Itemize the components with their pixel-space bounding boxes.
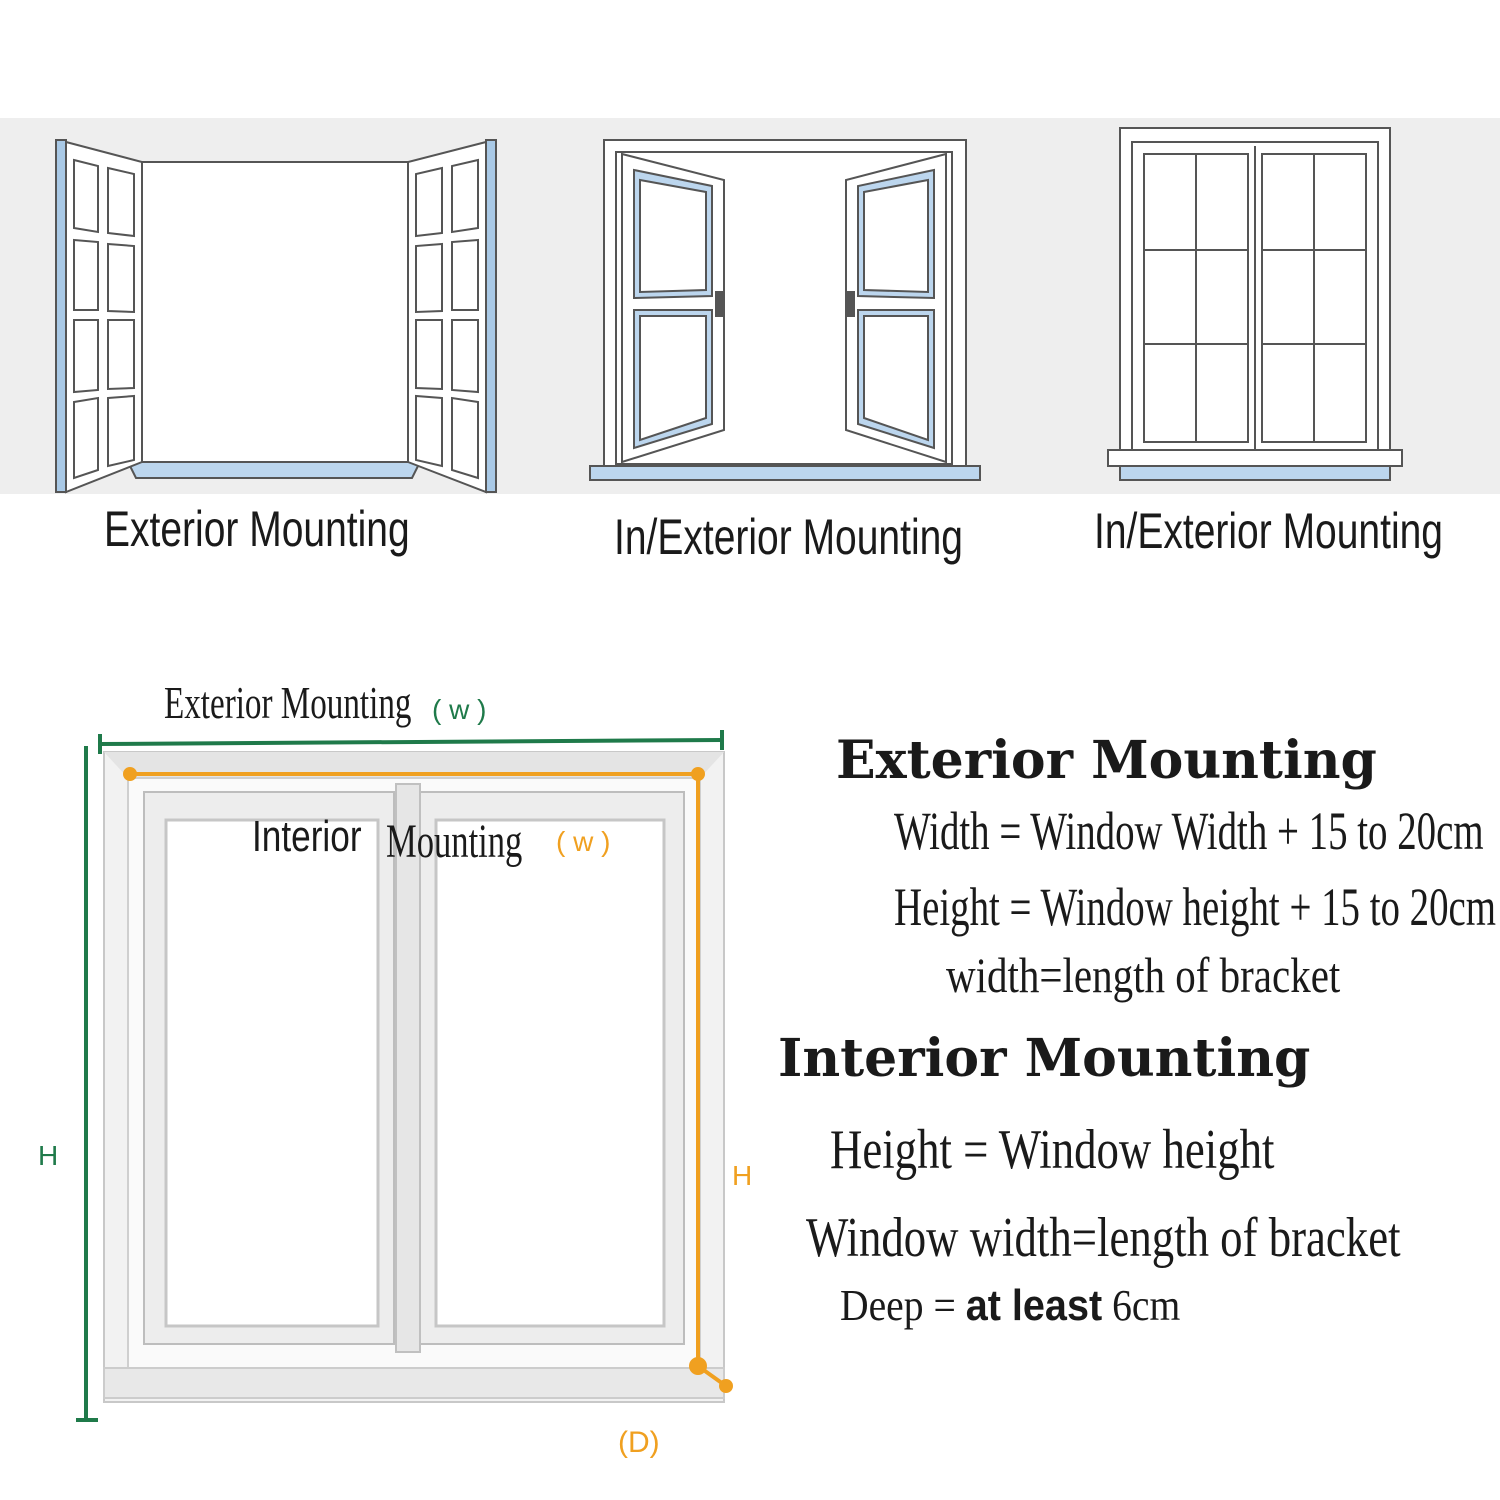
window1-illustration: [55, 139, 497, 494]
interior-width-paren: ( w ): [556, 826, 611, 857]
window3-caption: In/Exterior Mounting: [1094, 503, 1444, 559]
exterior-mounting-title: Exterior Mounting: [836, 730, 1377, 791]
measurement-window: [103, 751, 725, 1403]
window2-caption: In/Exterior Mounting: [614, 509, 964, 565]
exterior-bracket-formula: width=length of bracket: [946, 947, 1341, 1003]
interior-mounting-title: Interior Mounting: [778, 1028, 1311, 1089]
depth-suffix: 6cm: [1102, 1281, 1181, 1330]
interior-bracket-formula: Window width=length of bracket: [806, 1207, 1401, 1269]
interior-width-label-b: Mounting: [386, 815, 523, 868]
exterior-width-paren: ( w ): [432, 694, 487, 725]
exterior-height-formula: Height = Window height + 15 to 20cm: [894, 877, 1497, 937]
window1-caption: Exterior Mounting: [104, 501, 410, 557]
interior-dimension-lines: [123, 767, 733, 1393]
interior-depth-formula: Deep = at least 6cm: [840, 1280, 1180, 1331]
window3-illustration: [1107, 127, 1403, 481]
window2-illustration: [589, 139, 981, 481]
exterior-dimension-lines: [76, 730, 724, 1422]
interior-width-label-a: Interior: [252, 812, 362, 861]
exterior-width-label: Exterior Mounting: [164, 677, 412, 728]
interior-height-formula: Height = Window height: [830, 1119, 1275, 1181]
depth-prefix: Deep =: [840, 1281, 966, 1330]
interior-height-label: H: [732, 1160, 753, 1191]
depth-label: (D): [618, 1426, 660, 1459]
exterior-width-formula: Width = Window Width + 15 to 20cm: [894, 801, 1484, 861]
exterior-height-label: H: [38, 1140, 59, 1171]
depth-emphasis: at least: [965, 1281, 1103, 1330]
